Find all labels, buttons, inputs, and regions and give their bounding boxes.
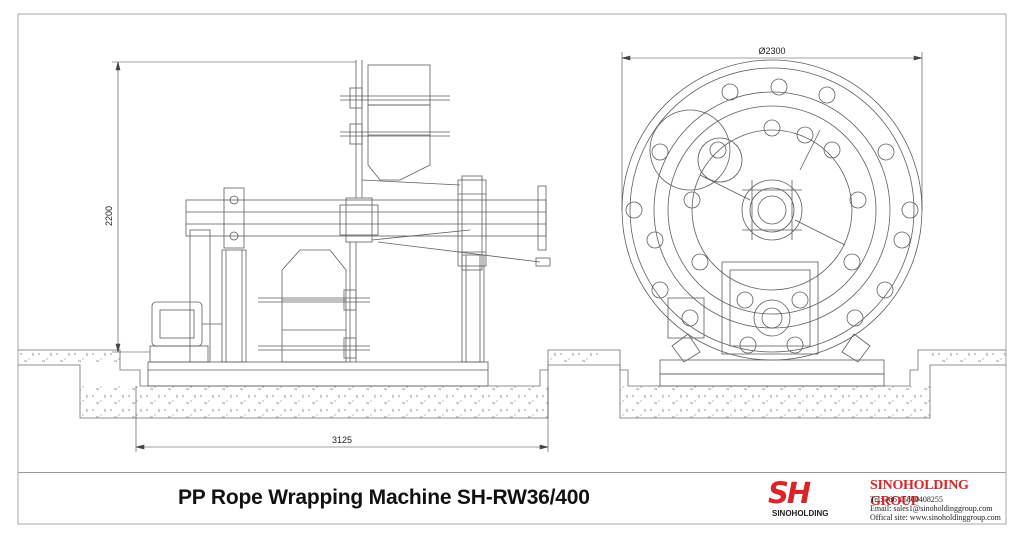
title-block: PP Rope Wrapping Machine SH-RW36/400 SH … [18, 472, 1006, 525]
height-dimension-label: 2200 [104, 206, 114, 226]
sheet-border [17, 13, 1007, 525]
company-name: SINOHOLDING GROUP [870, 478, 969, 509]
left-foundation [18, 349, 600, 419]
dimension-lines-left [112, 61, 549, 452]
logo-subtext: SINOHOLDING [772, 509, 829, 518]
drawing-title: PP Rope Wrapping Machine SH-RW36/400 [178, 486, 590, 509]
company-logo: SH SINOHOLDING [760, 473, 856, 525]
length-dimension-label: 3125 [332, 435, 352, 445]
contact-email: Email: sales1@sinoholdinggroup.com [870, 504, 993, 513]
dimension-lines-right [621, 52, 923, 210]
right-foundation [600, 349, 1006, 419]
bobbin-ring [625, 78, 919, 354]
side-view-machine [147, 60, 551, 387]
contact-site: Offical site: www.sinoholdinggroup.com [870, 513, 1001, 522]
diameter-dimension-label: Ø2300 [758, 46, 785, 56]
front-view-machine [621, 59, 923, 387]
logo-mark: SH [768, 476, 811, 510]
contact-tel: Tel: +86 15800408255 [870, 495, 943, 504]
